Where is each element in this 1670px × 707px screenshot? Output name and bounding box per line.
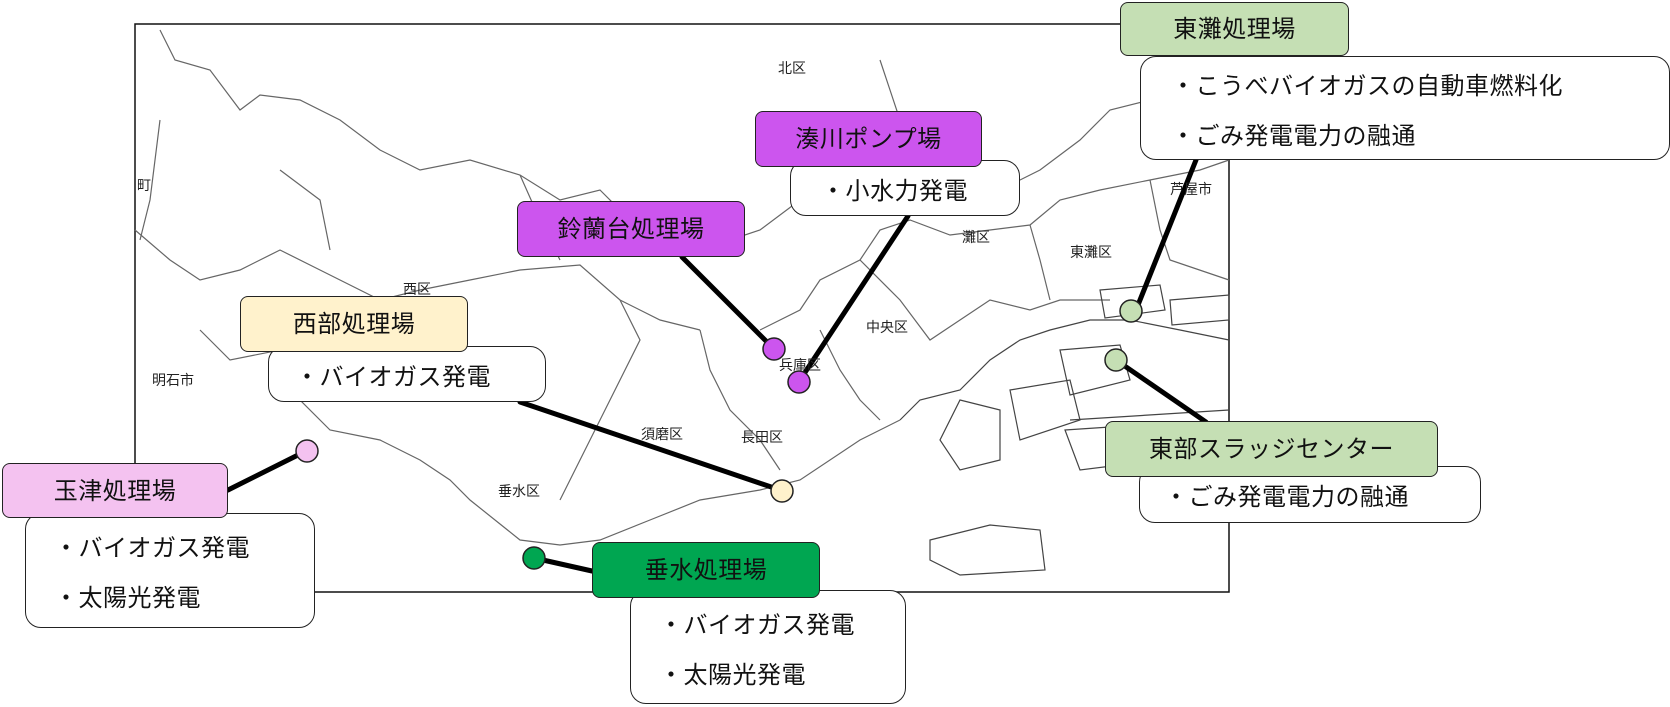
leader-suzurandai — [679, 254, 777, 352]
tobu-item-1: ・ごみ発電電力の融通 — [1164, 483, 1409, 511]
tobu-title: 東部スラッジセンター — [1105, 421, 1438, 477]
ward-label-nishi: 西区 — [403, 282, 431, 298]
higashinada-item-2: ・ごみ発電電力の融通 — [1171, 121, 1416, 150]
marker-higashinada — [1119, 299, 1143, 323]
marker-tobu — [1104, 348, 1128, 372]
seibu-detail-box: ・バイオガス発電 — [268, 346, 546, 402]
ward-label-chuo: 中央区 — [866, 320, 908, 336]
leader-tobu — [1113, 357, 1209, 425]
ward-label-higashinada: 東灘区 — [1070, 245, 1112, 261]
leader-seibu — [517, 399, 783, 493]
marker-tarumi — [522, 546, 546, 570]
leader-higashinada — [1133, 157, 1199, 313]
ward-label-nagata: 長田区 — [741, 430, 783, 446]
marker-minatogawa — [787, 370, 811, 394]
tamatsu-detail-box: ・バイオガス発電 ・太陽光発電 — [25, 513, 315, 628]
ward-label-cho: 町 — [137, 178, 151, 194]
ward-boundaries — [134, 29, 1230, 546]
seibu-title: 西部処理場 — [240, 296, 468, 352]
ward-label-tarumi: 垂水区 — [498, 484, 540, 500]
marker-suzurandai — [762, 337, 786, 361]
tarumi-item-2: ・太陽光発電 — [659, 660, 806, 689]
tamatsu-item-1: ・バイオガス発電 — [54, 534, 250, 562]
leader-tamatsu — [225, 448, 309, 493]
tarumi-detail-box: ・バイオガス発電 ・太陽光発電 — [630, 590, 906, 704]
tarumi-item-1: ・バイオガス発電 — [659, 610, 855, 639]
tarumi-title: 垂水処理場 — [592, 542, 820, 598]
leader-lines — [225, 157, 1209, 574]
higashinada-detail-box: ・こうべバイオガスの自動車燃料化 ・ごみ発電電力の融通 — [1140, 56, 1670, 160]
leader-minatogawa — [797, 213, 911, 383]
ward-label-hyogo: 兵庫区 — [779, 358, 821, 374]
minatogawa-item-1: ・小水力発電 — [821, 176, 968, 205]
higashinada-item-1: ・こうべバイオガスの自動車燃料化 — [1171, 71, 1563, 100]
tamatsu-title: 玉津処理場 — [2, 463, 228, 518]
higashinada-title: 東灘処理場 — [1120, 2, 1349, 56]
marker-tamatsu — [295, 439, 319, 463]
facility-markers — [295, 299, 1143, 570]
minatogawa-detail-box: ・小水力発電 — [790, 160, 1020, 216]
ward-label-akashi: 明石市 — [152, 373, 194, 389]
marker-seibu — [770, 479, 794, 503]
suzurandai-title: 鈴蘭台処理場 — [517, 201, 745, 257]
ward-label-nada: 灘区 — [962, 230, 990, 246]
seibu-item-1: ・バイオガス発電 — [295, 362, 491, 391]
minatogawa-title: 湊川ポンプ場 — [755, 111, 982, 167]
tamatsu-item-2: ・太陽光発電 — [54, 584, 201, 612]
ward-label-ashiya: 芦屋市 — [1170, 182, 1212, 198]
ward-label-suma: 須磨区 — [641, 427, 683, 443]
ward-label-kita: 北区 — [778, 61, 806, 77]
